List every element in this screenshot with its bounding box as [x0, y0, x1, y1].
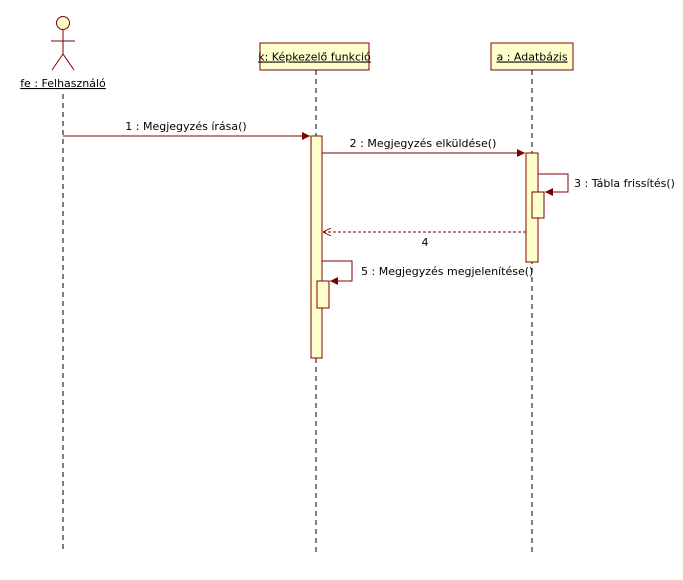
message-5[interactable]: 5 : Megjegyzés megjelenítése()	[322, 260, 533, 285]
message-label-4: 4	[422, 236, 429, 249]
message-4[interactable]: 4	[323, 232, 526, 249]
participant-label-a: a : Adatbázis	[496, 51, 567, 64]
message-3[interactable]: 3 : Tábla frissítés()	[538, 173, 675, 196]
participant-a[interactable]: a : Adatbázis	[490, 42, 574, 71]
activation-k-self	[316, 280, 330, 309]
participant-k[interactable]: k: Képkezelő funkció	[258, 42, 371, 71]
participant-label-k: k: Képkezelő funkció	[258, 51, 371, 64]
message-1[interactable]: 1 : Megjegyzés írása()	[63, 120, 310, 140]
message-2[interactable]: 2 : Megjegyzés elküldése()	[322, 137, 525, 157]
activation-k	[310, 135, 323, 359]
message-label-5: 5 : Megjegyzés megjelenítése()	[361, 265, 533, 278]
message-label-2: 2 : Megjegyzés elküldése()	[350, 137, 497, 150]
actor-stick-figure-icon	[51, 16, 75, 71]
activation-a-self	[531, 191, 545, 219]
message-label-3: 3 : Tábla frissítés()	[574, 177, 675, 190]
actor-label-fe: fe : Felhasználó	[20, 77, 106, 90]
actor-fe[interactable]: fe : Felhasználó	[20, 16, 106, 91]
message-label-1: 1 : Megjegyzés írása()	[125, 120, 246, 133]
